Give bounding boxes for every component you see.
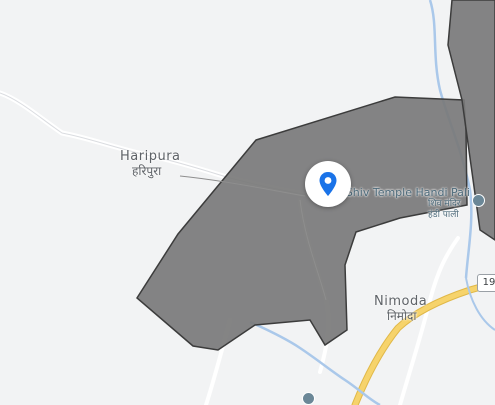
polygon-internal-road: [179, 175, 306, 197]
boundary-polygon-secondary[interactable]: [447, 0, 495, 241]
place-label-nimoda: Nimoda: [374, 294, 428, 309]
place-label-nimoda-hindi: निमोदा: [387, 309, 417, 323]
river-south: [249, 320, 381, 405]
road-shield-19: 19: [477, 274, 495, 292]
temple-poi-icon[interactable]: [472, 194, 485, 207]
poi-label-temple-hindi-2: हंडी पाली: [428, 210, 459, 220]
poi-icon-bottom[interactable]: [302, 392, 315, 405]
location-marker[interactable]: [305, 161, 351, 207]
polygon-internal-road-2: [299, 199, 327, 301]
road-shield-label: 19: [482, 277, 495, 288]
river-branch: [465, 277, 495, 331]
poi-label-temple-clip: Shiv Temple Handi Pali: [346, 186, 470, 200]
poi-label-temple[interactable]: Shiv Temple Handi Pali: [346, 186, 470, 199]
poi-label-temple-hindi-1: शिव मंदिर: [428, 199, 461, 209]
place-label-haripura-hindi: हरिपुरा: [132, 164, 162, 178]
location-pin-icon: [319, 172, 337, 196]
highway-19: [352, 280, 495, 405]
road-southeast: [398, 236, 460, 405]
place-label-haripura: Haripura: [120, 149, 181, 164]
